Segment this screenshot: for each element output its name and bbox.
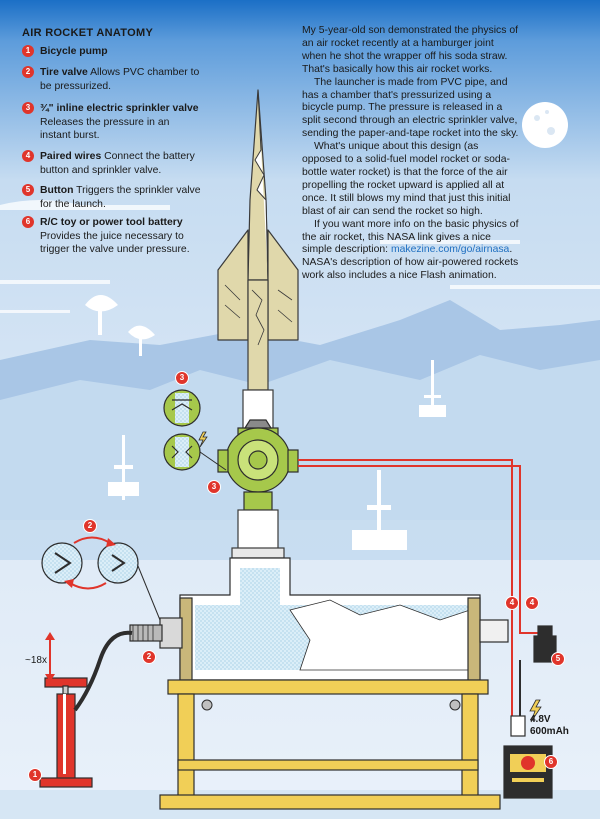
callout-3-valve: 3 [207, 480, 221, 494]
parts-heading: AIR ROCKET ANATOMY [22, 27, 154, 39]
rocket [217, 89, 299, 391]
battery-capacity: 600mAh [530, 726, 569, 737]
article-paragraph-4: If you want more info on the basic physi… [302, 219, 520, 284]
callout-2-valve: 2 [142, 650, 156, 664]
callout-5-button: 5 [551, 652, 565, 666]
pump-ratio-arrow [45, 632, 55, 682]
valve-open-detail [163, 433, 201, 471]
bolt-icon [529, 699, 542, 723]
callout-3-closed: 3 [175, 371, 189, 385]
part-2: 2 Tire valve Allows PVC chamber to be pr… [22, 66, 202, 93]
nasa-link[interactable]: makezine.com/go/airnasa [390, 244, 510, 256]
callout-4-wire-a: 4 [505, 596, 519, 610]
satellite-dish-icon [85, 295, 155, 356]
sprinkler-valve [217, 419, 299, 511]
part-3: 3 ¾" inline electric sprinkler valve Rel… [22, 102, 202, 143]
part-name-1: Bicycle pump [40, 46, 108, 57]
part-desc-6: Provides the juice necessary to trigger … [40, 230, 190, 256]
tire-valve-detail [41, 536, 161, 621]
clouds [0, 200, 600, 313]
article-paragraph-2: The launcher is made from PVC pipe, and … [302, 76, 519, 140]
launch-stand [159, 679, 501, 810]
callout-6-battery: 6 [544, 755, 558, 769]
part-name-2: Tire valve [40, 67, 88, 78]
article-body: My 5-year-old son demonstrated the physi… [302, 25, 520, 283]
moon-icon [522, 102, 568, 148]
part-name-5: Button [40, 185, 74, 196]
part-number-6: 6 [22, 216, 34, 228]
launch-button [533, 625, 557, 663]
callout-4-wire-b: 4 [525, 596, 539, 610]
part-number-5: 5 [22, 184, 34, 196]
part-desc-4: Connect the battery button and sprinkler… [40, 151, 195, 176]
bicycle-pump [39, 630, 133, 788]
pressure-chamber [129, 557, 509, 681]
part-name-4: Paired wires [40, 151, 102, 162]
part-desc-5: Triggers the sprinkler valve for the lau… [40, 185, 201, 210]
article-paragraph-1: My 5-year-old son demonstrated the physi… [302, 25, 518, 75]
part-6: 6 R/C toy or power tool battery Provides… [22, 216, 202, 257]
part-1: 1 Bicycle pump [22, 45, 202, 59]
pump-ratio-label: ~18x [25, 655, 47, 666]
callout-1-pump: 1 [28, 768, 42, 782]
article-p4-tail: . NASA's description of how air-powered … [302, 244, 519, 282]
bolt-icon [198, 431, 208, 448]
battery-voltage: 4.8V [530, 714, 551, 725]
battery-spec-label: 4.8V 600mAh [530, 714, 569, 738]
part-desc-2: Allows PVC chamber to be pressurized. [40, 67, 200, 92]
paired-wires [298, 459, 540, 718]
radio-tower-icon [108, 360, 446, 550]
part-number-4: 4 [22, 150, 34, 162]
battery [503, 715, 553, 799]
part-number-1: 1 [22, 45, 34, 57]
part-desc-3: Releases the pressure in an instant burs… [40, 116, 170, 142]
article-p4-text: If you want more info on the basic physi… [302, 218, 519, 256]
part-4: 4 Paired wires Connect the battery butto… [22, 150, 202, 177]
part-name-3: ¾" inline electric sprinkler valve [40, 103, 199, 114]
part-name-6: R/C toy or power tool battery [40, 217, 183, 228]
callout-2-detail: 2 [83, 519, 97, 533]
part-number-3: 3 [22, 102, 34, 114]
part-5: 5 Button Triggers the sprinkler valve fo… [22, 184, 202, 211]
part-number-2: 2 [22, 66, 34, 78]
valve-closed-detail [163, 389, 201, 427]
article-paragraph-3: What's unique about this design (as oppo… [302, 141, 511, 217]
